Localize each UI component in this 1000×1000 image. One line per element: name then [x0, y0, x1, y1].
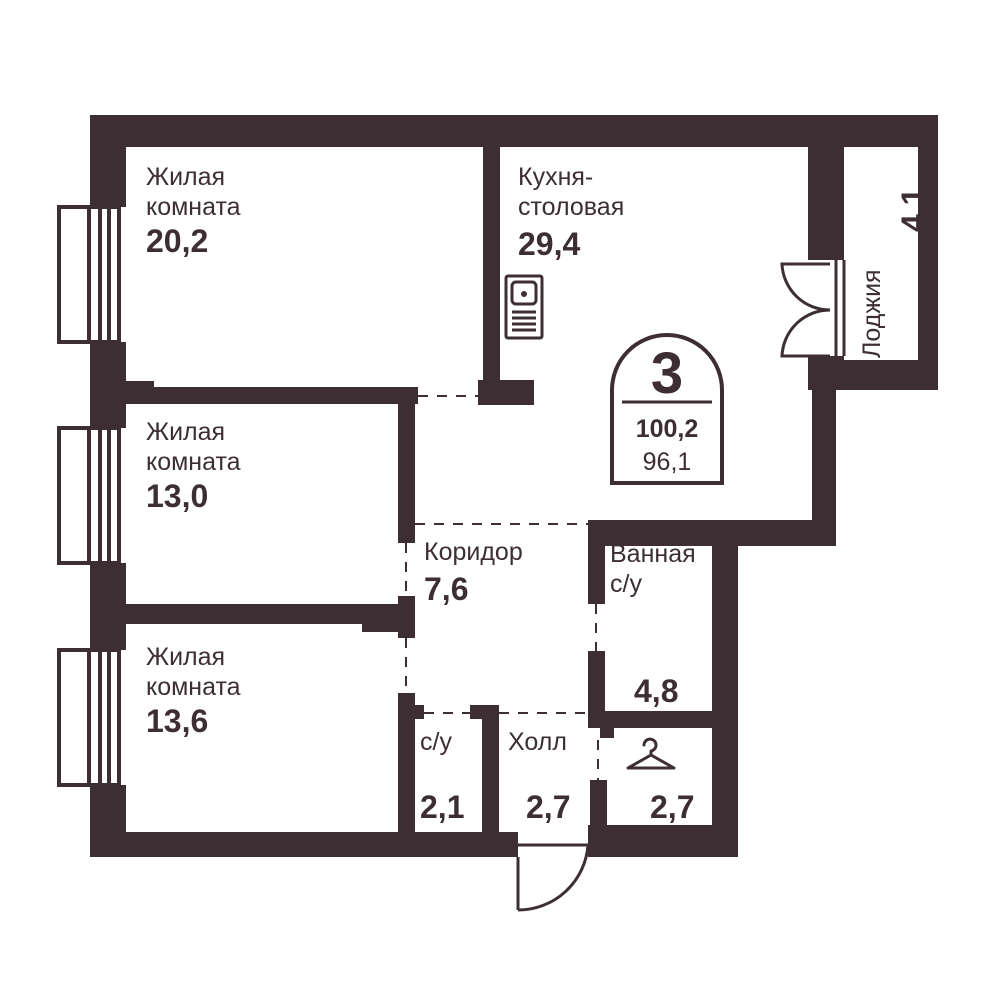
wall-room3-wc — [398, 693, 415, 832]
loggia-door — [780, 260, 846, 358]
window-living-room-3 — [57, 648, 121, 787]
room-name-line: с/у — [420, 728, 452, 756]
wall-room2-corridor — [398, 395, 415, 543]
room-name-line: комната — [146, 673, 241, 701]
badge-frame — [610, 333, 724, 485]
room-name-line: Кухня- — [518, 163, 593, 191]
rooms-count: 3 — [651, 341, 683, 406]
wall-loggia-bottom — [836, 360, 938, 390]
room-corridor: Коридор 7,6 — [424, 538, 523, 607]
room-name-line: Лоджия — [858, 269, 886, 358]
room-loggia: 4,1 Лоджия — [858, 188, 931, 358]
windows — [57, 205, 121, 787]
wall-wc-hall-jamb — [470, 705, 499, 719]
room-name-line: Жилая — [146, 418, 225, 446]
wall-loggia-inner — [808, 147, 844, 260]
room-name-line: Холл — [508, 728, 567, 756]
room-wc: с/у 2,1 — [420, 728, 464, 825]
wall-right-middle — [812, 380, 836, 546]
dashed-openings — [405, 395, 599, 780]
room-area: 4,8 — [634, 673, 678, 709]
room-area: 2,7 — [526, 789, 570, 825]
room-living-room-3: Жилая комната 13,6 — [146, 643, 241, 739]
room-area: 4,1 — [895, 188, 931, 232]
room-name-line: комната — [146, 448, 241, 476]
wall-wc-jamb — [398, 705, 424, 719]
wall-room1-kitchen — [483, 147, 500, 387]
window-living-room-2 — [57, 426, 121, 565]
wall-top — [90, 115, 938, 147]
wall-bottom-left — [90, 832, 518, 857]
room-name-line: с/у — [610, 570, 642, 598]
room-hall: Холл 2,7 — [508, 728, 570, 825]
room-wardrobe: 2,7 — [650, 789, 694, 825]
wall-hall-wardrobe — [590, 780, 607, 832]
hanger-icon — [626, 737, 676, 770]
room-bathroom: Ванная с/у 4,8 — [610, 540, 696, 709]
room-name-line: Жилая — [146, 163, 225, 191]
room-area: 13,6 — [146, 703, 208, 739]
entrance-door — [516, 832, 590, 912]
room-area: 20,2 — [146, 223, 208, 259]
wall-step — [588, 520, 836, 546]
wall-room2-room3-stub — [362, 604, 402, 632]
room-name-line: Ванная — [610, 540, 696, 568]
wall-left-pier-1 — [90, 342, 126, 428]
wall-room1-room2 — [126, 387, 418, 404]
wall-corridor-bath-low — [588, 651, 605, 725]
wall-left-upper — [90, 115, 126, 207]
room-area: 2,1 — [420, 789, 464, 825]
wall-room1-stub — [126, 381, 154, 391]
wall-bath-wardrobe — [588, 711, 738, 728]
wall-corridor-bath — [588, 520, 605, 604]
room-living-room-2: Жилая комната 13,0 — [146, 418, 241, 514]
wall-left-pier-2 — [90, 563, 126, 650]
room-name-line: Коридор — [424, 538, 523, 566]
kitchen-sink-icon — [504, 274, 544, 340]
room-name-line: столовая — [518, 193, 624, 221]
apartment-badge: 3 100,2 96,1 — [610, 333, 724, 485]
room-living-room-1: Жилая комната 20,2 — [146, 163, 241, 259]
room-area: 13,0 — [146, 478, 208, 514]
room-area: 29,4 — [518, 226, 580, 262]
room-area: 7,6 — [424, 571, 468, 607]
wall-hall-wardrobe-jamb — [600, 728, 614, 738]
room-kitchen-dining: Кухня- столовая 29,4 — [518, 163, 624, 262]
wall-right-lower — [712, 520, 738, 857]
room-name-line: Жилая — [146, 643, 225, 671]
total-area: 100,2 — [636, 415, 699, 443]
wall-kitchen-stub — [478, 380, 534, 405]
wall-corridor-jamb — [398, 596, 415, 638]
wall-wc-hall — [482, 705, 499, 832]
wall-room2-room3 — [126, 604, 398, 624]
wall-loggia-right — [918, 115, 938, 390]
room-area: 2,7 — [650, 789, 694, 825]
walls — [90, 115, 938, 857]
window-living-room-1 — [57, 205, 121, 344]
living-area: 96,1 — [643, 448, 692, 476]
room-name-line: комната — [146, 193, 241, 221]
